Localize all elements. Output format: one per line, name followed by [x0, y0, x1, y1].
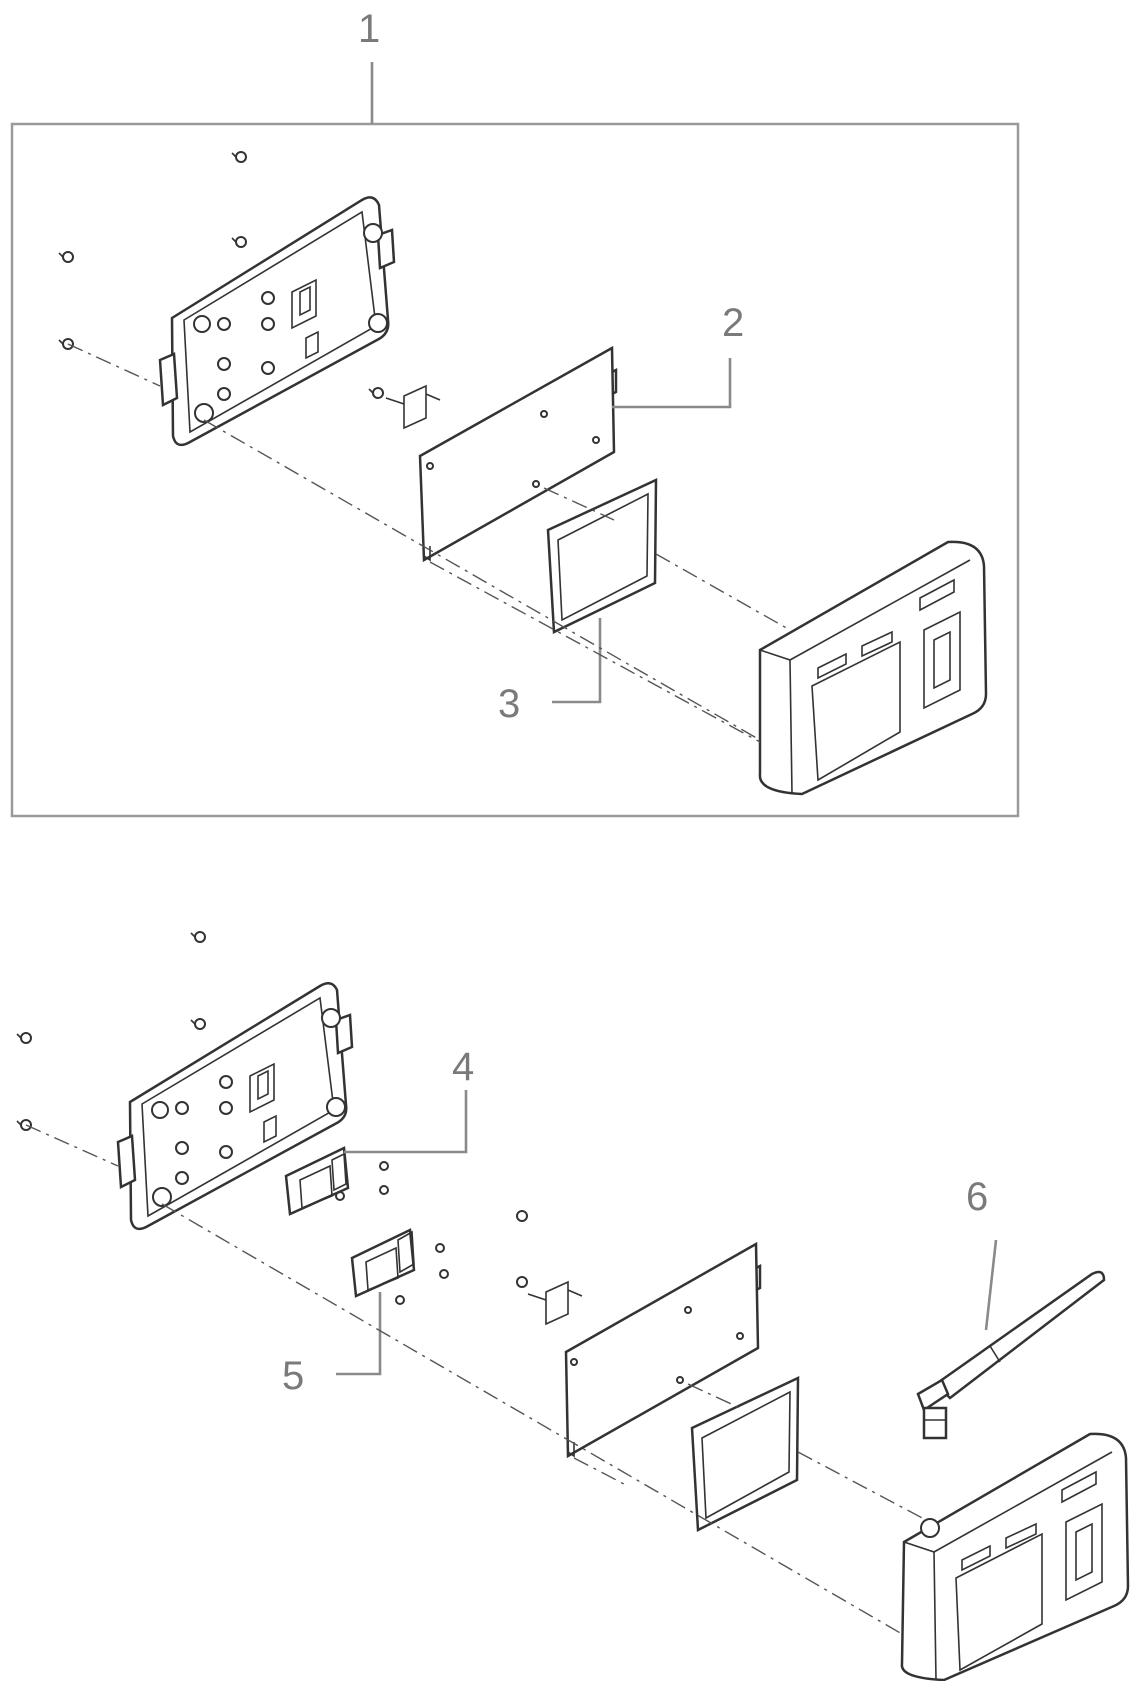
assembly-group-wireless: 4 5 — [16, 931, 1130, 1681]
antenna — [916, 1270, 1106, 1440]
wireless-module-5 — [350, 1228, 416, 1298]
assembly-axes-top — [67, 343, 791, 743]
assembly-group-1: 1 — [10, 7, 1020, 818]
screw — [368, 387, 384, 399]
bracket-wireless — [527, 1280, 583, 1326]
display-screen-wireless — [690, 1376, 800, 1532]
screw — [190, 1018, 206, 1030]
display-screen — [546, 478, 658, 634]
screw — [516, 1210, 528, 1222]
circuit-board-wireless — [564, 1241, 762, 1459]
callout-4: 4 — [452, 1045, 474, 1089]
leader-3 — [552, 618, 602, 704]
front-housing — [758, 540, 988, 796]
screw — [231, 151, 247, 163]
callout-5: 5 — [282, 1354, 304, 1398]
callout-2: 2 — [722, 301, 744, 345]
callout-1: 1 — [358, 7, 380, 51]
leader-2 — [612, 358, 732, 409]
screw — [516, 1276, 528, 1288]
screw — [16, 1119, 32, 1131]
callout-3: 3 — [498, 682, 520, 726]
screw — [58, 251, 74, 263]
front-housing-wireless — [900, 1432, 1130, 1681]
assembly-frame — [10, 122, 1020, 818]
screw — [395, 1295, 405, 1305]
circuit-board — [418, 345, 618, 563]
leader-4 — [344, 1090, 468, 1154]
screws-top — [58, 151, 384, 399]
screw — [435, 1243, 445, 1253]
wireless-module-4 — [284, 1146, 350, 1216]
back-housing-wireless — [116, 982, 354, 1231]
callout-6: 6 — [966, 1175, 988, 1219]
back-housing — [158, 196, 396, 447]
screw — [16, 1032, 32, 1044]
screw — [379, 1161, 389, 1171]
leader-6 — [984, 1239, 998, 1331]
bracket — [385, 384, 441, 430]
screw — [58, 338, 74, 350]
screw — [231, 236, 247, 248]
screw — [439, 1269, 449, 1279]
screw — [379, 1185, 389, 1195]
leader-5 — [336, 1292, 382, 1376]
assembly-axes-bottom — [25, 1124, 927, 1635]
screw — [190, 931, 206, 943]
